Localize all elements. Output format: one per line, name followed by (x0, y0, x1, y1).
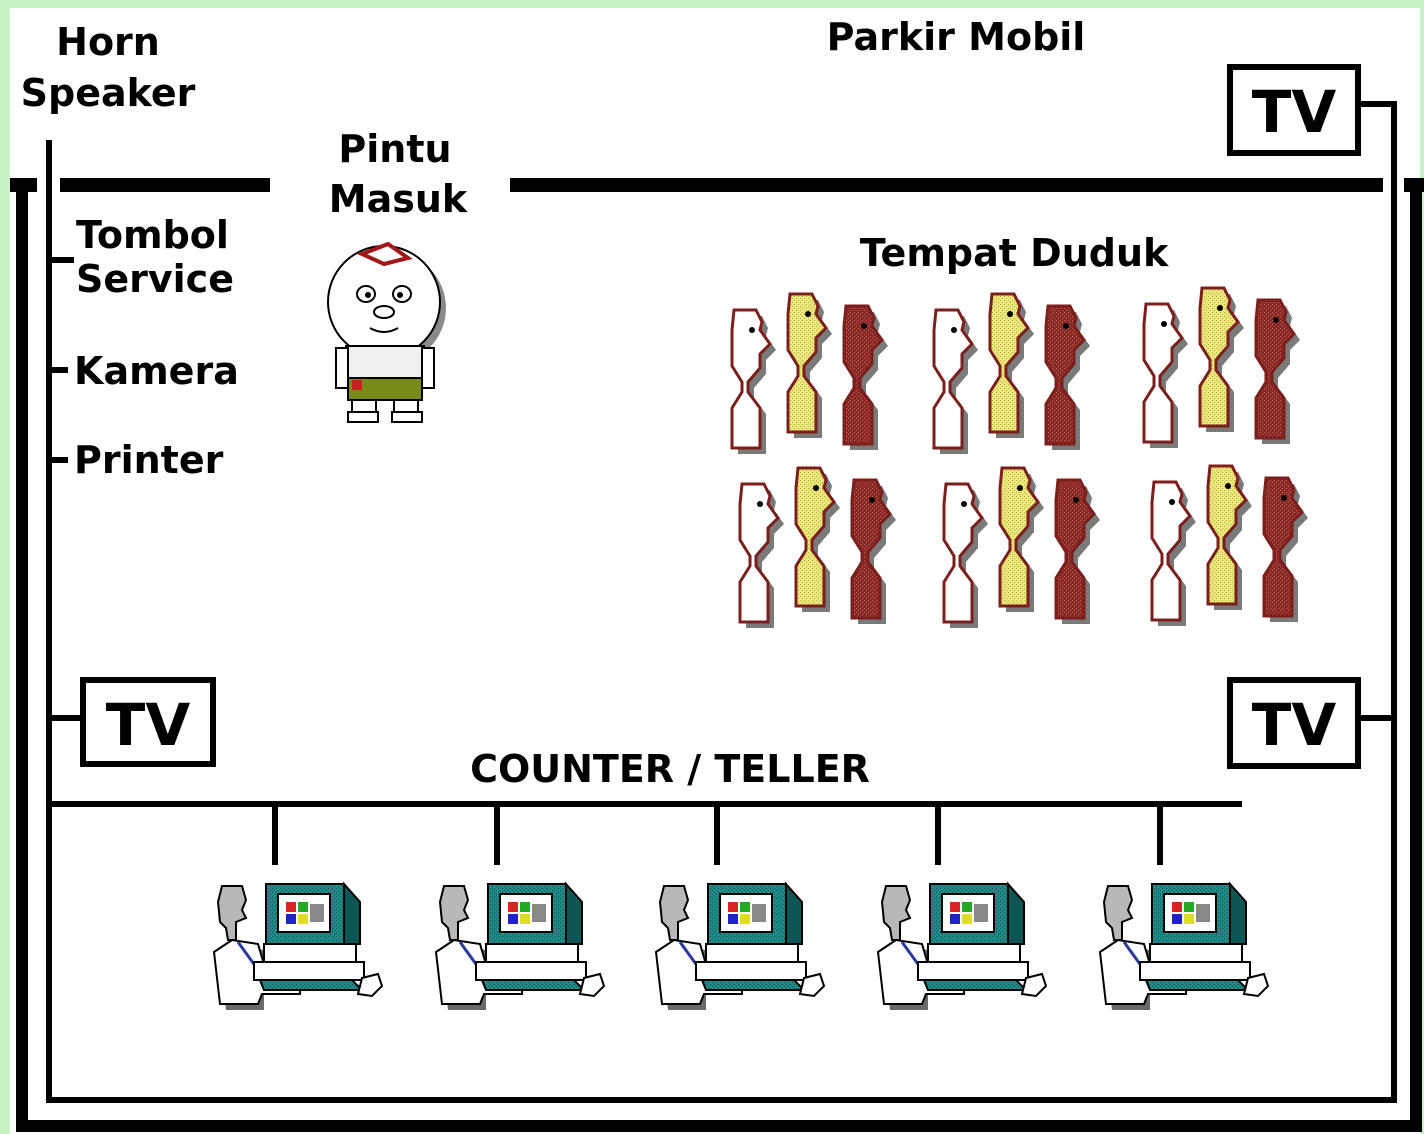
seat-icon (1044, 304, 1090, 450)
parkir-label: Parkir Mobil (827, 15, 1086, 59)
seat-group-r1-g2 (932, 292, 1090, 454)
tombol-label-line2: Service (76, 257, 234, 301)
tv-label: TV (1252, 691, 1337, 759)
seat-icon (1206, 464, 1252, 610)
pintu-label-line2: Masuk (329, 177, 468, 221)
tombol-label-line1: Tombol (76, 213, 229, 257)
seat-icon (1142, 302, 1188, 448)
seat-icon (786, 292, 832, 438)
horn-label-line1: Horn (56, 20, 160, 64)
customer-icon (327, 241, 446, 423)
seat-icon (730, 308, 776, 454)
seat-group-r2-g1 (738, 466, 896, 628)
seat-group-r1-g3 (1142, 286, 1300, 448)
seat-icon (738, 482, 784, 628)
seat-icon (942, 482, 988, 628)
seat-group-r2-g2 (942, 466, 1100, 628)
seat-icon (1262, 476, 1308, 622)
printer-label: Printer (74, 438, 224, 482)
horn-label-line2: Speaker (21, 71, 196, 115)
wiring (46, 101, 1397, 1103)
seat-icon (842, 304, 888, 450)
seat-group-r2-g3 (1150, 464, 1308, 626)
seat-icon (850, 478, 896, 624)
counter-label: COUNTER / TELLER (470, 747, 870, 791)
pintu-label-line1: Pintu (338, 127, 451, 171)
tv-label: TV (1252, 78, 1337, 146)
seat-icon (988, 292, 1034, 438)
seat-icon (1198, 286, 1244, 432)
outer-walls (16, 180, 1422, 1132)
top-wall (10, 178, 1424, 192)
tv-right: TV (1227, 677, 1361, 769)
seat-icon (1054, 478, 1100, 624)
tv-label: TV (106, 691, 191, 759)
seat-icon (998, 466, 1044, 612)
tv-top-right: TV (1227, 64, 1361, 156)
seat-icon (1150, 480, 1196, 626)
kamera-label: Kamera (74, 349, 239, 393)
seat-icon (1254, 298, 1300, 444)
seat-group-r1-g1 (730, 292, 888, 454)
tempat-duduk-label: Tempat Duduk (860, 231, 1169, 275)
seat-icon (794, 466, 840, 612)
tv-left: TV (80, 677, 216, 767)
seat-icon (932, 308, 978, 454)
seating-area (730, 286, 1308, 628)
